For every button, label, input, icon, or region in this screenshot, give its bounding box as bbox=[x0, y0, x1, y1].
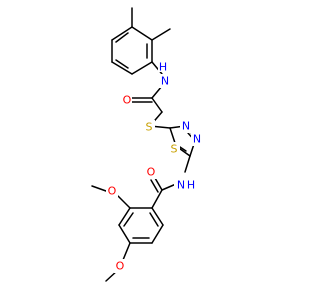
bond bbox=[131, 61, 153, 75]
atom-n-bottom-label: N bbox=[177, 179, 185, 192]
bond bbox=[151, 28, 171, 41]
bond bbox=[151, 207, 164, 226]
bond bbox=[115, 32, 129, 43]
bond bbox=[150, 179, 159, 193]
bond bbox=[117, 195, 131, 209]
atom-s-ring-label: S bbox=[171, 143, 178, 156]
bond bbox=[118, 207, 131, 226]
atom-nh-top-label: H bbox=[159, 61, 167, 74]
atom-n-ring-2-label: N bbox=[182, 120, 190, 133]
bond bbox=[151, 224, 164, 244]
bond bbox=[151, 97, 163, 113]
bond bbox=[122, 242, 131, 261]
atom-o-amide-top: O bbox=[120, 93, 132, 107]
bond bbox=[184, 155, 191, 173]
atom-n-ring-1-label: N bbox=[193, 133, 201, 146]
atom-n-top-label: N bbox=[161, 75, 169, 88]
bond bbox=[111, 26, 133, 41]
atom-s-thioether: S bbox=[143, 120, 155, 134]
molecule-canvas: N H O S S N bbox=[91, 7, 203, 282]
bond bbox=[91, 185, 107, 192]
atom-o-amide-top-label: O bbox=[123, 94, 132, 107]
bond-layer bbox=[91, 7, 197, 282]
bond bbox=[154, 177, 163, 191]
atom-n-top: N H bbox=[158, 61, 172, 88]
bond bbox=[131, 26, 153, 41]
bond bbox=[151, 189, 163, 209]
bond bbox=[111, 61, 133, 75]
atom-o-methoxy-ortho: O bbox=[106, 184, 118, 198]
atom-n-ring-1: N bbox=[191, 132, 203, 146]
atom-o-methoxy-para: O bbox=[114, 259, 126, 273]
atom-o-methoxy-ortho-label: O bbox=[108, 185, 117, 198]
atom-o-methoxy-para-label: O bbox=[116, 260, 125, 273]
atom-label-layer: N H O S S N bbox=[106, 61, 203, 273]
bond bbox=[123, 212, 134, 227]
atom-n-bottom: N H bbox=[174, 178, 196, 192]
atom-o-amide-bottom-label: O bbox=[147, 166, 156, 179]
atom-s-thioether-label: S bbox=[146, 121, 153, 134]
atom-o-amide-bottom: O bbox=[145, 165, 157, 179]
molecule-structure: N H O S S N bbox=[91, 7, 203, 282]
bond bbox=[149, 212, 159, 227]
bond bbox=[161, 183, 177, 191]
atom-s-ring: S bbox=[168, 142, 180, 156]
bond bbox=[115, 59, 129, 69]
atom-n-ring-2: N bbox=[180, 119, 192, 133]
atom-nh-bottom-label: H bbox=[187, 179, 195, 192]
bond bbox=[118, 224, 131, 244]
